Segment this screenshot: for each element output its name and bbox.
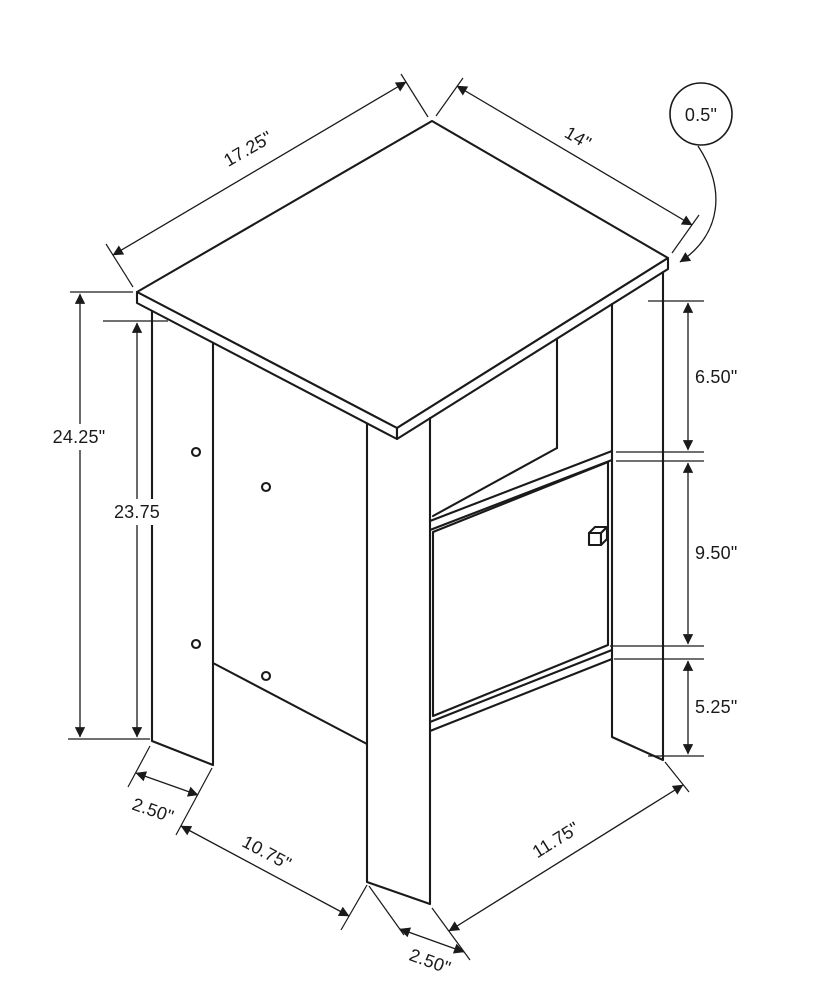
table-top-edge-right <box>395 256 670 441</box>
dim-line-top-left-edge <box>112 81 407 256</box>
right-leg <box>610 270 665 762</box>
dimension-lines <box>74 81 694 954</box>
dim-line-rear-leg-width <box>135 771 199 797</box>
screw-hole-1 <box>190 446 202 458</box>
bottom-rail-bottom-edge <box>428 657 614 733</box>
label-left-base-span: 10.75" <box>239 832 295 874</box>
door-knob-front <box>587 531 603 547</box>
shelf-front-edge-top <box>428 449 614 523</box>
dim-line-right-base-span <box>448 784 684 932</box>
label-bottom-clearance-height: 5.25" <box>695 697 737 717</box>
bottom-rail-top-edge <box>428 648 614 724</box>
witness-top-right-b <box>671 214 700 254</box>
door-knob-side <box>599 525 609 547</box>
table-drawing <box>135 119 670 906</box>
label-bg-overall-height <box>38 424 122 450</box>
table-top-face <box>135 119 670 430</box>
dim-line-front-leg-width <box>399 927 465 954</box>
label-front-leg-width: 2.50" <box>407 945 454 978</box>
thickness-callout-bubble <box>669 82 733 146</box>
interior-shelf-back-edge <box>431 446 559 518</box>
witness-left-span-right <box>340 884 368 931</box>
screw-hole-2 <box>260 481 272 493</box>
witness-top-left-a <box>105 243 134 288</box>
label-rear-leg-width: 2.50" <box>130 794 177 827</box>
label-bg-inner-height <box>99 499 175 525</box>
label-top-right-edge: 14" <box>561 122 594 153</box>
thickness-leader-line <box>679 145 717 263</box>
label-overall-height: 24.25" <box>53 427 106 447</box>
dim-line-left-base-span <box>180 825 350 917</box>
label-inner-height: 23.75 <box>114 502 160 522</box>
label-top-thickness: 0.5" <box>685 105 717 125</box>
witness-top-right-a <box>435 77 464 117</box>
thickness-callout: 0.5" <box>669 82 733 263</box>
witness-right-span-right <box>664 761 690 793</box>
front-leg <box>365 416 432 906</box>
witness-rear-leg-inner <box>175 767 213 836</box>
screw-hole-4 <box>260 670 272 682</box>
witness-top-left-b <box>400 73 429 118</box>
label-upper-opening-height: 6.50" <box>695 367 737 387</box>
left-leg <box>150 309 215 767</box>
screw-hole-3 <box>190 638 202 650</box>
dim-line-top-right-edge <box>456 85 693 226</box>
witness-front-leg-left <box>368 885 405 936</box>
witness-rear-leg-outer <box>127 745 151 788</box>
witness-front-leg-right <box>431 907 471 961</box>
label-right-base-span: 11.75" <box>529 818 583 862</box>
side-panel-bottom-edge <box>211 661 369 746</box>
cabinet-door <box>431 460 610 718</box>
label-door-section-height: 9.50" <box>695 543 737 563</box>
